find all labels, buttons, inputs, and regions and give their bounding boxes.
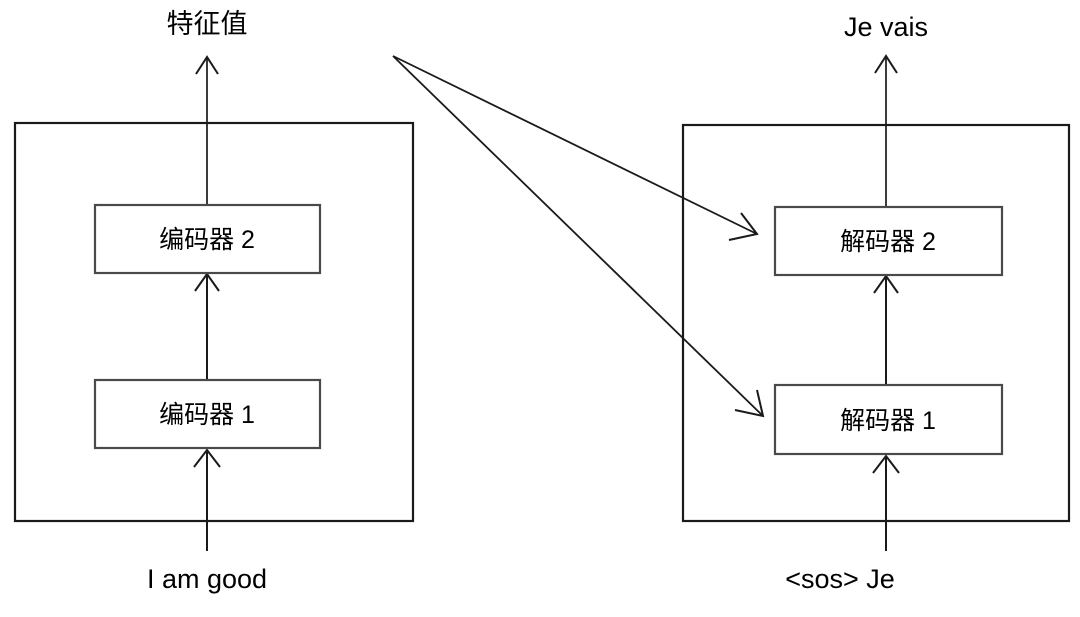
- encoder-layer-1-box[interactable]: [93, 378, 322, 450]
- encoder-to-decoder2-line: [392, 55, 758, 235]
- encoder-layer-2-label: 编码器 2: [159, 226, 255, 254]
- encoder-to-decoder1-arrowhead: [734, 389, 765, 418]
- decoder-output-label: Je vais: [844, 12, 928, 42]
- decoder-layer-1-label: 解码器 1: [840, 407, 936, 435]
- encoder-layer-1-label: 编码器 1: [159, 401, 255, 429]
- decoder-output-arrowhead: [874, 54, 898, 74]
- decoder-layer-1-box[interactable]: [773, 383, 1004, 456]
- encoder-output-arrowhead: [195, 55, 219, 75]
- encoder-output-label: 特征值: [167, 9, 248, 39]
- encoder-stack-frame: [13, 121, 415, 523]
- decoder-stack-frame: [681, 123, 1071, 523]
- decoder-input-label: <sos> Je: [785, 564, 895, 594]
- encoder-input-label: I am good: [147, 564, 267, 594]
- encoder-layer-2-box[interactable]: [93, 203, 322, 275]
- decoder-layer-2-box[interactable]: [773, 205, 1004, 277]
- encoder-to-decoder2-arrowhead: [728, 212, 759, 241]
- decoder-input-arrowhead: [872, 454, 900, 474]
- encoder-to-decoder1-line: [392, 55, 764, 417]
- encoder-input-arrowhead: [193, 448, 221, 468]
- decoder-layer-2-label: 解码器 2: [840, 228, 936, 256]
